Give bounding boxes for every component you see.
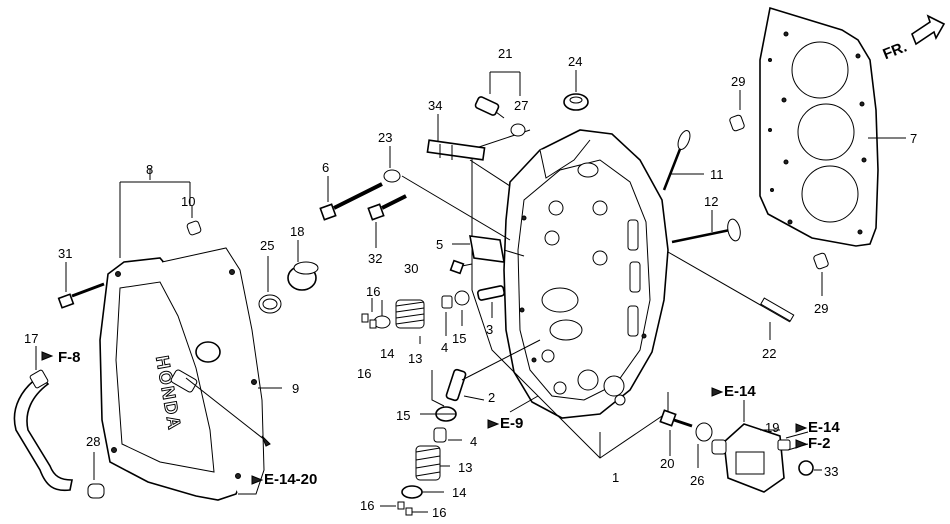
ref-arrow-f8 xyxy=(41,351,54,361)
pump-bolt-33 xyxy=(798,460,814,476)
callout-4-lower: 4 xyxy=(470,434,477,449)
callout-34: 34 xyxy=(428,98,442,113)
oil-seal xyxy=(563,93,589,111)
callout-17: 17 xyxy=(24,331,38,346)
sealing-washer xyxy=(383,169,401,183)
ref-e-14-right: E-14 xyxy=(808,419,840,436)
callout-24: 24 xyxy=(568,54,582,69)
cover-plate xyxy=(469,235,505,263)
intake-valve xyxy=(671,218,741,244)
callout-16-a: 16 xyxy=(366,284,380,299)
pump-o-ring xyxy=(695,422,713,442)
valve-spring-lower xyxy=(415,445,441,481)
head-cover: HONDA xyxy=(99,247,265,501)
valve-guide-lower xyxy=(445,368,467,402)
callout-6: 6 xyxy=(322,160,329,175)
callout-16-c: 16 xyxy=(360,498,374,513)
callout-14-upper: 14 xyxy=(380,346,394,361)
valve-spring-upper xyxy=(395,299,425,329)
callout-26: 26 xyxy=(690,473,704,488)
ref-arrow-e1420 xyxy=(251,475,264,485)
ref-arrow-f2 xyxy=(795,439,808,449)
callout-13-lower: 13 xyxy=(458,460,472,475)
callout-22: 22 xyxy=(762,346,776,361)
callout-14-lower: 14 xyxy=(452,485,466,500)
callout-2: 2 xyxy=(488,390,495,405)
valve-cotter-upper xyxy=(361,313,377,329)
callout-33: 33 xyxy=(824,464,838,479)
callout-15-upper: 15 xyxy=(452,331,466,346)
spark-plug xyxy=(426,139,486,161)
flange-bolt-long xyxy=(319,182,383,221)
dowel-pin-lower xyxy=(813,252,829,270)
fuel-pump xyxy=(711,423,791,493)
callout-1: 1 xyxy=(612,470,619,485)
valve-stem-seal-lower xyxy=(433,427,447,443)
callout-5: 5 xyxy=(436,237,443,252)
dowel-pin-upper xyxy=(729,114,745,132)
hose-clip xyxy=(87,483,105,499)
front-direction-arrow xyxy=(911,14,946,46)
callout-29-upper: 29 xyxy=(731,74,745,89)
callout-16-d: 16 xyxy=(432,505,446,520)
stud-bolt xyxy=(667,251,795,323)
callout-3: 3 xyxy=(486,322,493,337)
callout-13-upper: 13 xyxy=(408,351,422,366)
ref-f-2: F-2 xyxy=(808,435,831,452)
callout-16-b: 16 xyxy=(357,366,371,381)
callout-23: 23 xyxy=(378,130,392,145)
ref-f-8: F-8 xyxy=(58,349,81,366)
valve-stem-seal-upper xyxy=(441,295,453,309)
callout-29-lower: 29 xyxy=(814,301,828,316)
callout-31: 31 xyxy=(58,246,72,261)
filler-o-ring xyxy=(258,294,282,314)
head-gasket xyxy=(759,6,879,247)
breather-hose xyxy=(13,369,73,492)
callout-21: 21 xyxy=(498,46,512,61)
temperature-sensor xyxy=(474,96,505,119)
callout-7: 7 xyxy=(910,131,917,146)
flange-bolt-short xyxy=(367,194,407,221)
callout-19: 19 xyxy=(765,420,779,435)
callout-32: 32 xyxy=(368,251,382,266)
callout-8: 8 xyxy=(146,162,153,177)
valve-guide-upper xyxy=(477,285,505,301)
ref-e-14-20: E-14-20 xyxy=(264,471,317,488)
exhaust-valve xyxy=(662,130,691,191)
small-bolt xyxy=(449,259,473,275)
callout-4-upper: 4 xyxy=(441,340,448,355)
spring-retainer-lower xyxy=(401,485,423,499)
callout-25: 25 xyxy=(260,238,274,253)
callout-10: 10 xyxy=(181,194,195,209)
cover-bolt xyxy=(57,282,105,309)
spring-seat-upper xyxy=(454,290,470,306)
pump-mount-bolt xyxy=(659,409,693,428)
callout-27: 27 xyxy=(514,98,528,113)
callout-9: 9 xyxy=(292,381,299,396)
callout-12: 12 xyxy=(704,194,718,209)
callout-15-lower: 15 xyxy=(396,408,410,423)
ref-e-14-top: E-14 xyxy=(724,383,756,400)
ref-arrow-e9 xyxy=(487,419,500,429)
oil-filler-cap xyxy=(287,261,319,291)
ref-arrow-e14-right xyxy=(795,423,808,433)
cover-grommet xyxy=(186,220,202,236)
ref-e-9: E-9 xyxy=(500,415,523,432)
o-ring-sensor xyxy=(510,123,526,137)
callout-28: 28 xyxy=(86,434,100,449)
direction-label: FR. xyxy=(881,38,910,63)
callout-20: 20 xyxy=(660,456,674,471)
callout-30: 30 xyxy=(404,261,418,276)
valve-cotter-lower xyxy=(397,501,413,516)
callout-11: 11 xyxy=(710,167,724,182)
cylinder-head xyxy=(503,129,669,419)
ref-arrow-e14-top xyxy=(711,387,724,397)
callout-18: 18 xyxy=(290,224,304,239)
